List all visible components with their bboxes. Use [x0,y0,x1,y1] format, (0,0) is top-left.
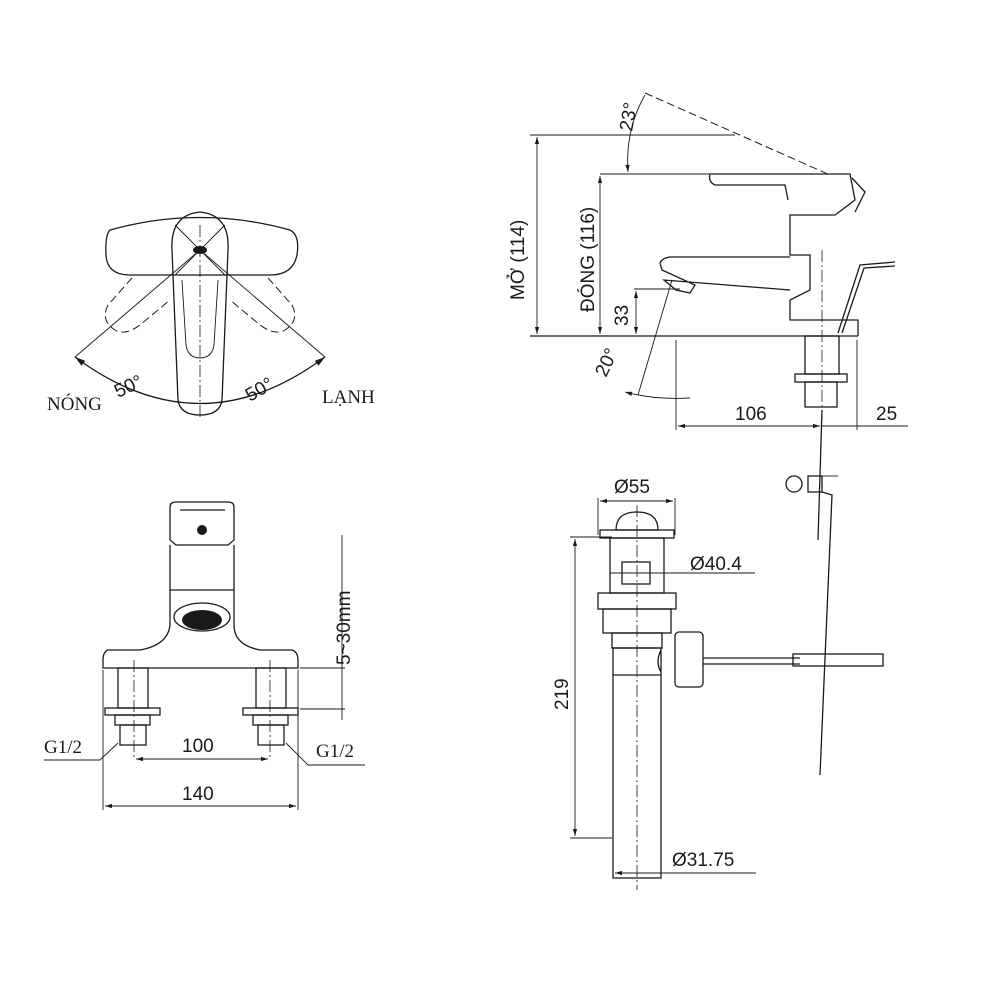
handle-angle-label: 23° [616,101,642,133]
inlet-spacing-label: 100 [182,736,214,757]
right-angle-label: 50° [242,374,277,407]
closed-height-label: ĐÓNG (116) [577,207,599,312]
left-angle-label: 50° [111,371,146,402]
drain-view: Ø55 Ø40.4 219 Ø31.75 [552,477,884,890]
body-diameter-label: Ø40.4 [690,554,742,575]
top-view: 50° 50° NÓNG LẠNH [47,211,375,418]
right-thread-label: G1/2 [316,741,354,762]
open-height-label: MỞ (114) [507,220,529,300]
left-thread-label: G1/2 [44,737,82,758]
spout-height-label: 33 [612,305,633,326]
tail-diameter-label: Ø31.75 [672,850,734,871]
spout-reach-label: 106 [735,404,767,425]
hot-label: NÓNG [47,393,102,415]
cold-label: LẠNH [322,387,375,408]
base-width-label: 140 [182,784,214,805]
deck-thickness-label: 5~30mm [334,591,355,665]
front-view: 5~30mm G1/2 G1/2 100 140 [44,501,365,810]
total-length-label: 219 [552,678,573,710]
flange-diameter-label: Ø55 [614,477,650,498]
rear-offset-label: 25 [876,404,897,425]
spout-angle-label: 20° [591,345,622,380]
side-view: MỞ (114) ĐÓNG (116) 33 23° 20° [507,92,908,776]
